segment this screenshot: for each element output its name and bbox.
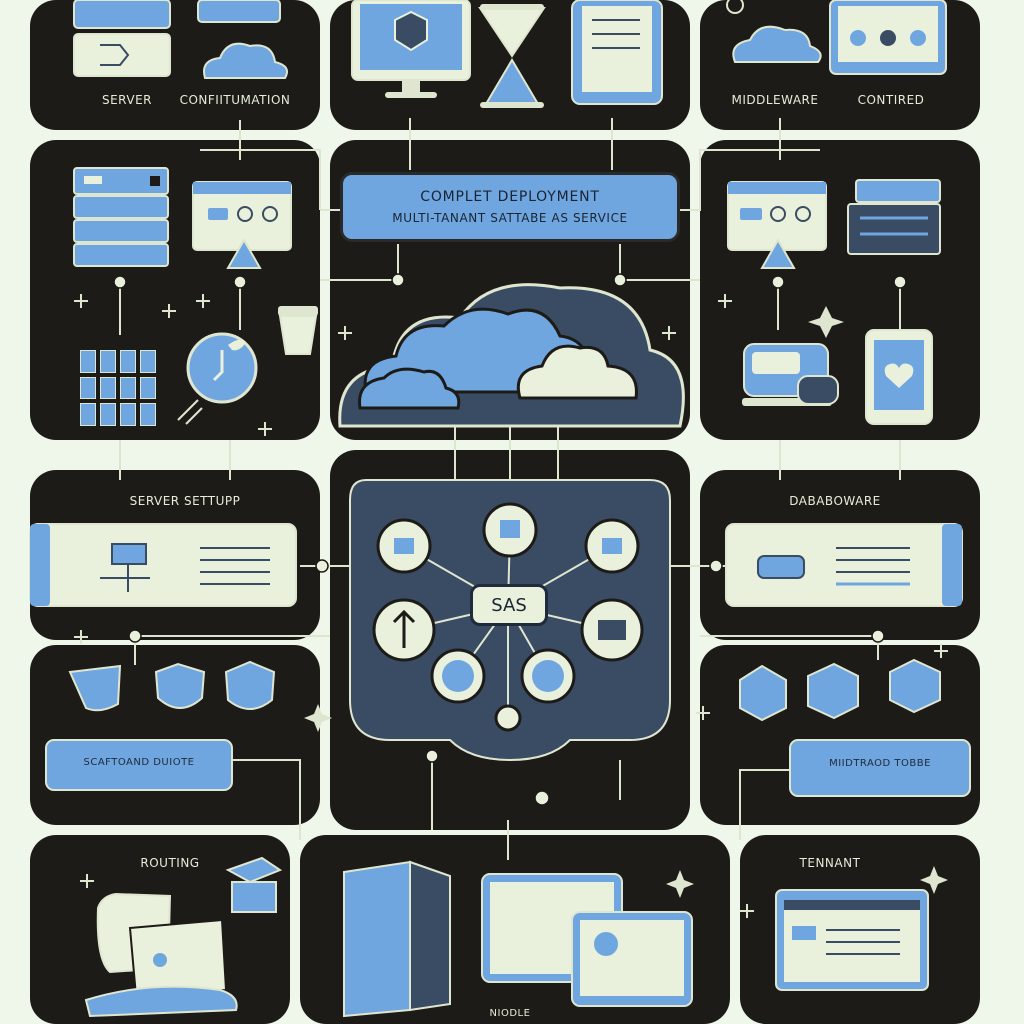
sparkle-icon	[162, 304, 176, 318]
tablet-icon	[571, 0, 663, 105]
shield-icon	[68, 660, 276, 712]
sparkle-icon	[662, 326, 676, 340]
hourglass-icon	[478, 4, 546, 108]
keypad-key	[80, 376, 96, 400]
label-server: SERVER	[101, 93, 152, 107]
label-routing: ROUTING	[140, 856, 200, 870]
phone-heart-icon	[865, 329, 933, 425]
browser-window-icon	[775, 889, 929, 991]
server-icon	[73, 0, 171, 77]
sparkle-icon	[934, 644, 948, 658]
middleware-bar	[789, 739, 971, 797]
connector	[200, 149, 321, 210]
keypad-key	[100, 350, 116, 373]
panel-screen-icon	[829, 0, 947, 75]
node-dot	[613, 273, 627, 287]
label-databoware: DABABOWARE	[789, 494, 881, 508]
connector	[232, 759, 301, 840]
sparkle-icon	[740, 904, 754, 918]
book-stack-icon	[343, 860, 451, 1018]
label-middleware-bar: MIIDTRAOD TOBBE	[829, 758, 931, 769]
connector	[680, 149, 820, 211]
keypad-key	[100, 376, 116, 400]
diagram-subtitle: MULTI-TANANT SATTABE AS SERVICE	[392, 211, 628, 225]
node-dot	[534, 790, 550, 806]
label-scaffold: SCAFTOAND DUIOTE	[83, 757, 195, 768]
server-setup-bar	[29, 523, 297, 607]
keypad-key	[140, 376, 156, 400]
database-bar	[725, 523, 963, 607]
keypad-key	[120, 376, 136, 400]
label-bottom: NIODLE	[489, 1008, 531, 1019]
cloud-icon	[726, 0, 822, 63]
label-contired: CONTIRED	[857, 93, 925, 107]
node-dot	[233, 275, 247, 289]
hub-node	[494, 704, 522, 732]
keypad-key	[120, 403, 136, 426]
sparkle-icon	[808, 306, 844, 338]
sparkle-icon	[74, 630, 88, 644]
label-server-setup: SERVER SETTUPP	[129, 494, 241, 508]
keypad-key	[140, 403, 156, 426]
sparkle-icon	[666, 870, 694, 898]
node-dot	[391, 273, 405, 287]
node-dot	[871, 629, 885, 643]
connector	[739, 769, 790, 840]
sparkle-icon	[304, 704, 332, 732]
sparkle-icon	[196, 294, 210, 308]
cube-icon	[739, 658, 941, 722]
label-tennant: TENNANT	[799, 856, 861, 870]
laptop-icon	[481, 873, 693, 1007]
diagram-title-box: COMPLET DEPLOYMENT MULTI-TANANT SATTABE …	[340, 172, 680, 242]
document-stack-icon	[84, 856, 283, 1018]
sparkle-icon	[258, 422, 272, 436]
keypad-key	[120, 350, 136, 373]
clock-icon	[177, 332, 258, 425]
node-dot	[113, 275, 127, 289]
keypad-key	[100, 403, 116, 426]
sas-badge: SAS	[470, 584, 548, 626]
monitor-icon	[351, 0, 471, 98]
server-rack-icon	[847, 179, 941, 255]
server-rack-icon	[73, 167, 169, 267]
keypad-grid-icon	[80, 350, 156, 426]
sparkle-icon	[74, 294, 88, 308]
browser-window-icon	[192, 181, 292, 269]
label-configuration: CONFIITUMATION	[179, 93, 291, 107]
node-dot	[771, 275, 785, 289]
connector-nodes	[113, 273, 907, 806]
panel-top-left	[30, 0, 320, 130]
browser-window-icon	[727, 181, 827, 269]
keypad-key	[80, 403, 96, 426]
node-dot	[128, 629, 142, 643]
sparkle-icon	[80, 874, 94, 888]
scaffold-bar	[45, 739, 233, 791]
diagram-title: COMPLET DEPLOYMENT	[420, 189, 600, 205]
node-dot	[893, 275, 907, 289]
cup-icon	[278, 306, 318, 355]
sparkle-icon	[338, 326, 352, 340]
sparkle-group	[74, 294, 948, 918]
sparkle-icon	[696, 706, 710, 720]
sparkle-icon	[920, 866, 948, 894]
node-dot	[425, 749, 439, 763]
node-dot	[315, 559, 329, 573]
label-middleware: MIDDLEWARE	[731, 93, 819, 107]
keypad-key	[80, 350, 96, 373]
cloud-icon	[338, 283, 685, 428]
desktop-icon	[742, 343, 839, 406]
hub-panel	[349, 479, 671, 762]
cloud-icon	[197, 0, 288, 79]
keypad-key	[140, 350, 156, 373]
sparkle-icon	[718, 294, 732, 308]
node-dot	[709, 559, 723, 573]
